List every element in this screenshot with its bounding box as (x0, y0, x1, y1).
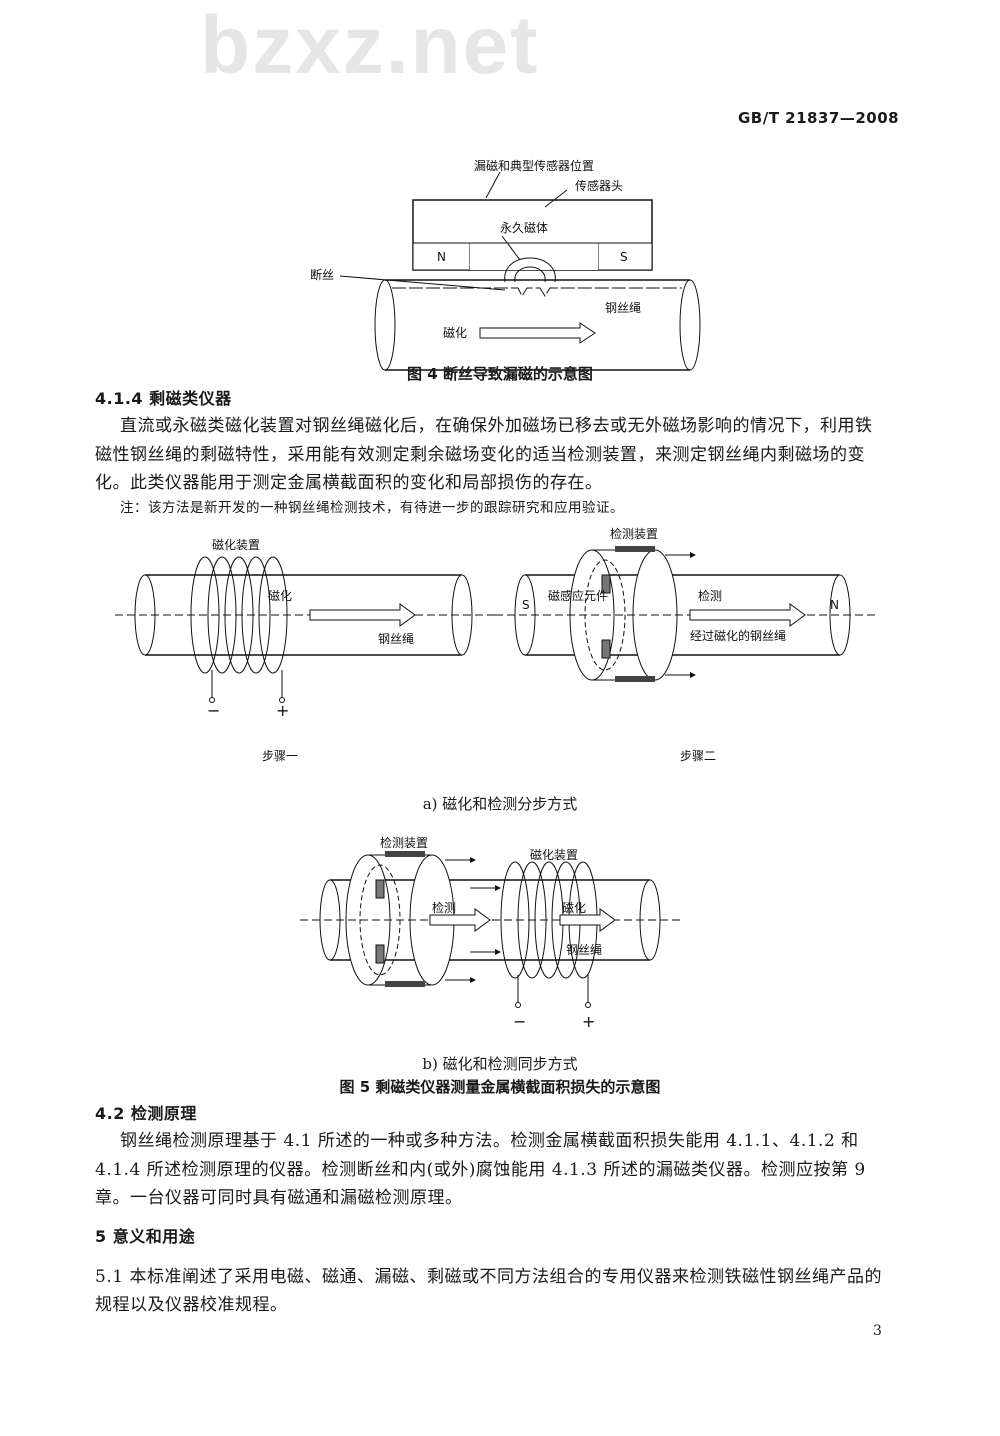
paragraph-line: 5.1 本标准阐述了采用电磁、磁通、漏磁、剩磁或不同方法组合的专用仪器来检测铁磁… (95, 1267, 882, 1287)
label-step-two: 步骤二 (680, 749, 716, 763)
label-magnetize: 磁化 (562, 900, 586, 915)
figure-5-caption: 图 5 剩磁类仪器测量金属横截面积损失的示意图 (339, 1078, 661, 1096)
page-number: 3 (873, 1323, 883, 1339)
figure-4-diagram: 漏磁和典型传感器位置 传感器头 永久磁体 N S 断丝 钢丝绳 磁化 (310, 158, 701, 371)
section-4-2-heading: 4.2 检测原理 (95, 1104, 197, 1123)
figure-4-caption: 图 4 断丝导致漏磁的示意图 (407, 365, 593, 383)
label-s-pole: S (522, 598, 530, 612)
label-detect: 检测 (432, 900, 456, 915)
label-minus: − (207, 701, 220, 720)
paragraph-line: 直流或永磁类磁化装置对钢丝绳磁化后，在确保外加磁场已移去或无外磁场影响的情况下，… (120, 416, 873, 436)
label-magnetize: 磁化 (268, 588, 292, 603)
figure-5b-caption: b) 磁化和检测同步方式 (422, 1055, 578, 1073)
watermark: bzxz.net (200, 0, 540, 91)
label-permanent-magnet: 永久磁体 (500, 220, 548, 235)
label-plus: + (582, 1012, 595, 1031)
label-s-pole: S (620, 250, 628, 264)
label-n-pole: N (830, 598, 839, 612)
label-wire-rope: 钢丝绳 (566, 943, 602, 957)
paragraph-line: 4.1.4 所述检测原理的仪器。检测断丝和内(或外)腐蚀能用 4.1.3 所述的… (95, 1160, 866, 1180)
label-magnetizing-device: 磁化装置 (530, 847, 578, 862)
label-step-one: 步骤一 (262, 749, 298, 763)
section-4-1-4-heading: 4.1.4 剩磁类仪器 (95, 389, 232, 408)
label-magnetized-rope: 经过磁化的钢丝绳 (690, 628, 786, 643)
figure-5a-caption: a) 磁化和检测分步方式 (422, 795, 578, 813)
label-detection-device: 检测装置 (380, 835, 428, 850)
paragraph-line: 章。一台仪器可同时具有磁通和漏磁检测原理。 (95, 1188, 463, 1208)
figure-5a-diagram: 磁化装置 磁化 钢丝绳 − + 检测装置 S 磁感应元件 检测 (115, 526, 875, 763)
label-minus: − (513, 1012, 526, 1031)
label-sensor-head: 传感器头 (575, 178, 623, 193)
label-broken-wire: 断丝 (310, 267, 334, 282)
paragraph-line: 化。此类仪器能用于测定金属横截面积的变化和局部损伤的存在。 (95, 473, 603, 493)
label-wire-rope: 钢丝绳 (605, 301, 641, 315)
label-plus: + (276, 701, 289, 720)
figure-5b-diagram: 检测装置 磁化装置 检测 磁化 钢丝绳 − + (300, 835, 680, 1031)
label-detection-device: 检测装置 (610, 526, 658, 541)
paragraph-line: 磁性钢丝绳的剩磁特性，采用能有效测定剩余磁场变化的适当检测装置，来测定钢丝绳内剩… (95, 445, 865, 465)
label-detect: 检测 (698, 588, 722, 603)
section-5-heading: 5 意义和用途 (95, 1227, 196, 1246)
paragraph-line: 规程以及仪器校准规程。 (95, 1295, 288, 1315)
label-wire-rope: 钢丝绳 (378, 632, 414, 646)
label-sensor-position: 漏磁和典型传感器位置 (474, 158, 594, 173)
label-n-pole: N (437, 250, 446, 264)
label-sensor-element: 磁感应元件 (548, 588, 608, 603)
standard-number: GB/T 21837—2008 (738, 109, 900, 127)
paragraph-line: 钢丝绳检测原理基于 4.1 所述的一种或多种方法。检测金属横截面积损失能用 4.… (120, 1131, 859, 1151)
label-magnetize: 磁化 (443, 325, 467, 340)
label-magnetizing-device: 磁化装置 (212, 537, 260, 552)
note: 注：该方法是新开发的一种钢丝绳检测技术，有待进一步的跟踪研究和应用验证。 (120, 500, 624, 516)
